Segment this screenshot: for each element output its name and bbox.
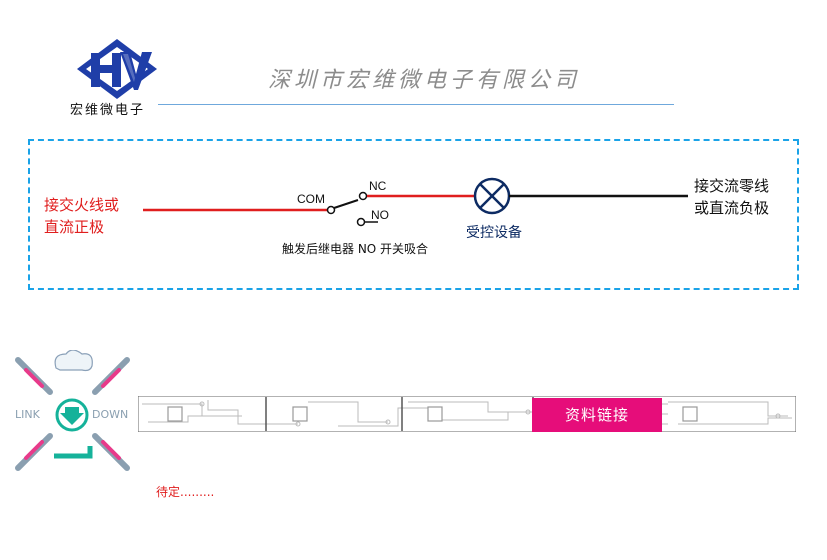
- nc-contact: [358, 191, 368, 201]
- live-terminal-line2: 直流正极: [44, 218, 105, 236]
- com-contact: [326, 205, 336, 215]
- hv-logo-icon: [76, 38, 158, 100]
- switch-arm: [333, 199, 359, 209]
- lamp-icon: [473, 177, 511, 215]
- circuit-banner: [138, 396, 796, 432]
- no-label: NO: [371, 208, 389, 222]
- load-label: 受控设备: [466, 225, 522, 241]
- down-text: DOWN: [92, 408, 129, 421]
- neutral-terminal-label: 接交流零线 或直流负极: [694, 175, 769, 219]
- neutral-terminal-line1: 接交流零线: [694, 177, 770, 195]
- pending-note: 待定.........: [156, 485, 215, 499]
- link-download-icon: LINK DOWN: [10, 349, 135, 478]
- neutral-terminal-line2: 或直流负极: [694, 199, 770, 217]
- link-text: LINK: [15, 408, 40, 421]
- relay-caption: 触发后继电器 NO 开关吸合: [282, 242, 429, 256]
- company-name: 深圳市宏维微电子有限公司: [268, 68, 581, 93]
- live-terminal-label: 接交火线或 直流正极: [44, 194, 119, 238]
- diagram-frame: [28, 139, 799, 290]
- com-label: COM: [297, 192, 325, 206]
- no-contact: [356, 217, 366, 227]
- live-terminal-line1: 接交火线或: [44, 196, 120, 214]
- logo-caption: 宏维微电子: [70, 103, 146, 118]
- nc-label: NC: [369, 179, 387, 193]
- header-divider: [158, 104, 674, 105]
- resource-link-button[interactable]: 资料链接: [532, 398, 662, 432]
